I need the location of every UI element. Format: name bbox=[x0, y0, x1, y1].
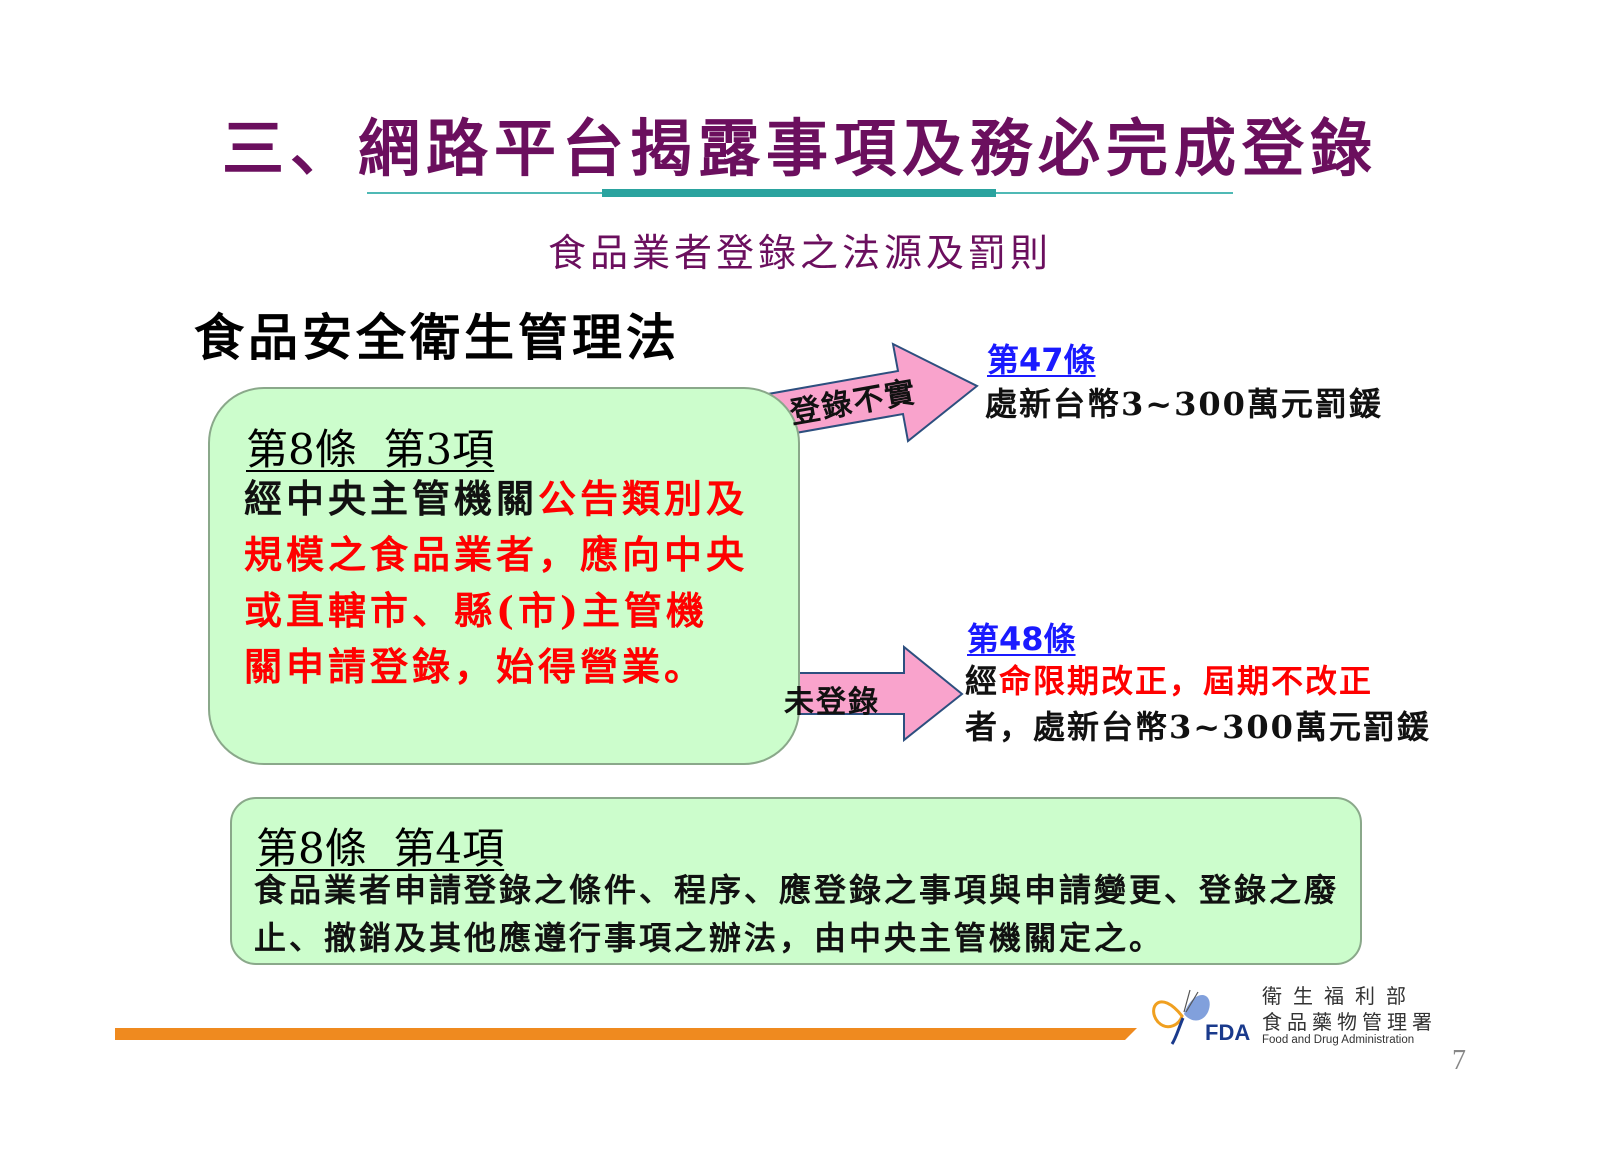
title-divider-accent bbox=[602, 189, 996, 197]
article-8-4-heading: 第8條 第4項 bbox=[256, 824, 505, 873]
article-48-title: 第48條 bbox=[967, 620, 1076, 658]
article-48-text-highlight: 命限期改正，屆期不改正 bbox=[999, 662, 1374, 700]
butterfly-logo-icon bbox=[1152, 989, 1210, 1045]
page-number: 7 bbox=[1452, 1045, 1466, 1076]
article-8-3-heading: 第8條 第3項 bbox=[246, 425, 495, 474]
arrow-label-unregistered: 未登錄 bbox=[784, 685, 880, 720]
logo-agency-name: 食品藥物管理署 bbox=[1262, 1010, 1437, 1034]
footer-bar bbox=[115, 1028, 1125, 1040]
logo-fda-abbr: FDA bbox=[1205, 1020, 1251, 1045]
slide-subtitle: 食品業者登錄之法源及罰則 bbox=[547, 231, 1052, 275]
article-8-4-box bbox=[230, 797, 1362, 965]
law-title: 食品安全衛生管理法 bbox=[194, 308, 680, 367]
article-47-text: 處新台幣3~300萬元罰鍰 bbox=[985, 385, 1383, 423]
footer-bar-tip bbox=[1125, 1028, 1137, 1040]
article-8-4-body: 食品業者申請登錄之條件、程序、應登錄之事項與申請變更、登錄之廢止、撤銷及其他應遵… bbox=[254, 871, 1340, 957]
slide-title: 三、網路平台揭露事項及務必完成登錄 bbox=[221, 112, 1378, 185]
article-48-text: 經命限期改正，屆期不改正者，處新台幣3~300萬元罰鍰 bbox=[965, 658, 1435, 750]
article-8-3-body: 經中央主管機關公告類別及規模之食品業者，應向中央或直轄市、縣(市)主管機關申請登… bbox=[244, 471, 749, 695]
article-48-text-suffix: 者，處新台幣3~300萬元罰鍰 bbox=[965, 708, 1431, 746]
article-8-3-body-normal: 經中央主管機關 bbox=[244, 476, 539, 521]
logo-english-name: Food and Drug Administration bbox=[1262, 1034, 1415, 1046]
article-47-title: 第47條 bbox=[987, 341, 1096, 379]
article-8-3-body-highlight: 公告類別及規模之食品業者，應向中央或直轄市、縣(市)主管機關申請登錄，始得營業。 bbox=[244, 476, 749, 689]
article-8-3-box bbox=[208, 387, 800, 765]
article-48-text-prefix: 經 bbox=[965, 662, 1000, 700]
logo-ministry-name: 衛生福利部 bbox=[1262, 984, 1417, 1008]
